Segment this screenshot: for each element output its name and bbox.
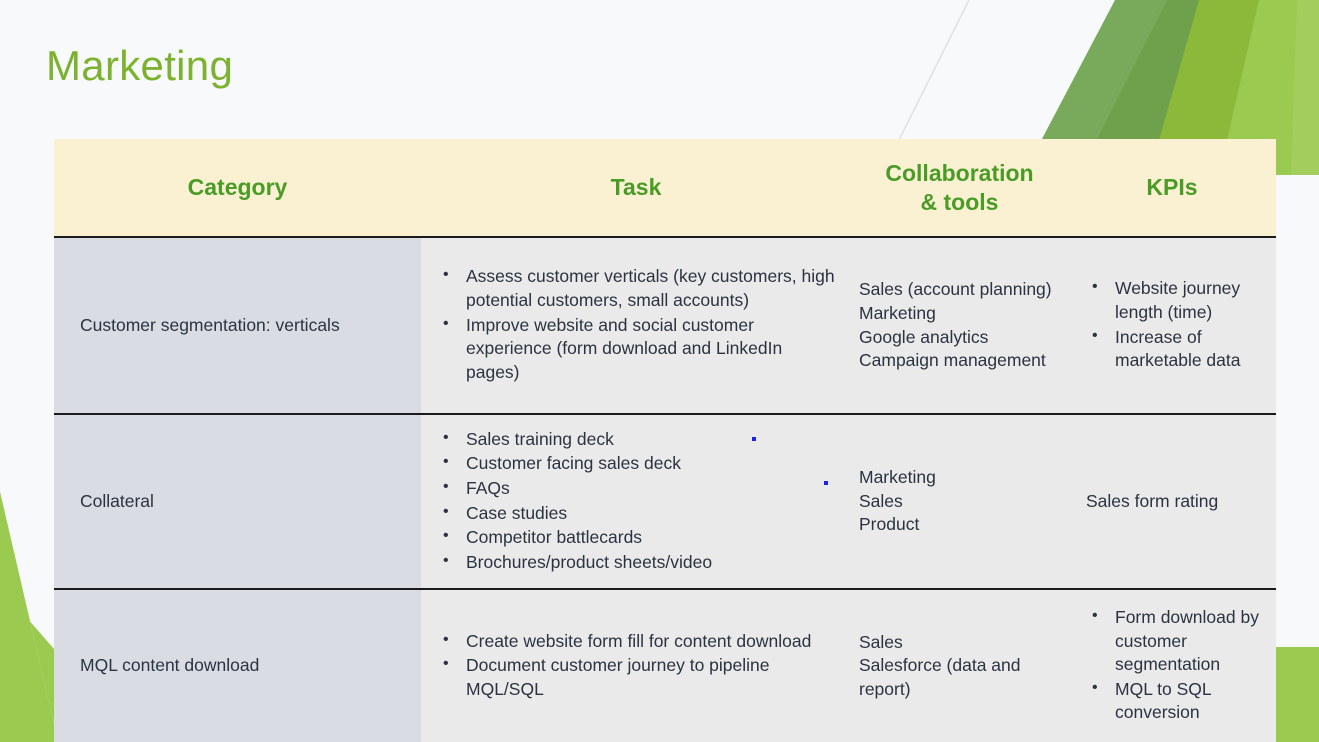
list-item: Improve website and social customer expe…	[437, 313, 837, 385]
collaboration-header-line1: Collaboration	[885, 160, 1034, 187]
task-bullet-list: Assess customer verticals (key customers…	[437, 264, 837, 385]
cell-category: Customer segmentation: verticals	[54, 236, 421, 415]
list-item: Google analytics	[859, 326, 989, 347]
column-header-kpis: KPIs	[1068, 139, 1276, 237]
table-header: Category Task Collaboration & tools KPIs	[54, 139, 1276, 237]
list-item: Increase of marketable data	[1086, 324, 1266, 373]
list-item: Case studies	[437, 501, 837, 526]
list-item: MQL to SQL conversion	[1086, 677, 1266, 725]
page-title: Marketing	[46, 42, 234, 89]
marketing-plan-table: Category Task Collaboration & tools KPIs…	[54, 139, 1276, 742]
cell-kpis: Sales form rating	[1068, 413, 1276, 590]
list-item: Marketing	[859, 467, 936, 488]
list-item: Marketing	[859, 302, 936, 323]
stray-dot-artifact	[824, 481, 828, 485]
list-item: Campaign management	[859, 350, 1046, 371]
stray-dot-artifact	[752, 437, 756, 441]
table-row: Customer segmentation: verticals Assess …	[54, 236, 1276, 415]
list-item: Competitor battlecards	[437, 525, 837, 550]
cell-collaboration-tools: Marketing Sales Product	[851, 413, 1068, 590]
list-item: Salesforce (data and report)	[859, 655, 1021, 699]
cell-collaboration-tools: Sales Salesforce (data and report)	[851, 588, 1068, 742]
list-item: Document customer journey to pipeline MQ…	[437, 653, 837, 701]
cell-kpis: Website journey length (time) Increase o…	[1068, 236, 1276, 415]
cell-kpis: Form download by customer segmentation M…	[1068, 588, 1276, 742]
list-item: Create website form fill for content dow…	[437, 629, 837, 654]
list-item: Sales (account planning)	[859, 279, 1052, 300]
column-header-category: Category	[54, 139, 421, 237]
collaboration-list: Marketing Sales Product	[859, 466, 1062, 537]
column-header-task: Task	[421, 139, 851, 237]
cell-task: Sales training deck Customer facing sale…	[421, 413, 851, 590]
kpi-bullet-list: Form download by customer segmentation M…	[1086, 605, 1266, 725]
list-item: Sales training deck	[437, 427, 837, 452]
task-bullet-list: Sales training deck Customer facing sale…	[437, 427, 837, 575]
list-item: Sales	[859, 490, 903, 511]
table-header-row: Category Task Collaboration & tools KPIs	[54, 139, 1276, 237]
list-item: FAQs	[437, 476, 837, 501]
table-row: MQL content download Create website form…	[54, 588, 1276, 742]
cell-task: Assess customer verticals (key customers…	[421, 236, 851, 415]
kpi-bullet-list: Website journey length (time) Increase o…	[1086, 276, 1266, 373]
list-item: Form download by customer segmentation	[1086, 605, 1266, 677]
list-item: Assess customer verticals (key customers…	[437, 264, 837, 312]
column-header-collaboration-tools: Collaboration & tools	[851, 139, 1068, 237]
list-item: Sales	[859, 631, 903, 652]
collaboration-list: Sales (account planning) Marketing Googl…	[859, 278, 1062, 373]
list-item: Customer facing sales deck	[437, 451, 837, 476]
collaboration-header-line2: & tools	[920, 188, 999, 215]
table-row: Collateral Sales training deck Customer …	[54, 413, 1276, 590]
task-bullet-list: Create website form fill for content dow…	[437, 629, 837, 702]
collaboration-list: Sales Salesforce (data and report)	[859, 631, 1062, 702]
cell-task: Create website form fill for content dow…	[421, 588, 851, 742]
list-item: Product	[859, 514, 920, 535]
list-item: Website journey length (time)	[1086, 276, 1266, 324]
list-item: Brochures/product sheets/video	[437, 550, 837, 575]
table-body: Customer segmentation: verticals Assess …	[54, 236, 1276, 742]
cell-category: MQL content download	[54, 588, 421, 742]
cell-collaboration-tools: Sales (account planning) Marketing Googl…	[851, 236, 1068, 415]
cell-category: Collateral	[54, 413, 421, 590]
